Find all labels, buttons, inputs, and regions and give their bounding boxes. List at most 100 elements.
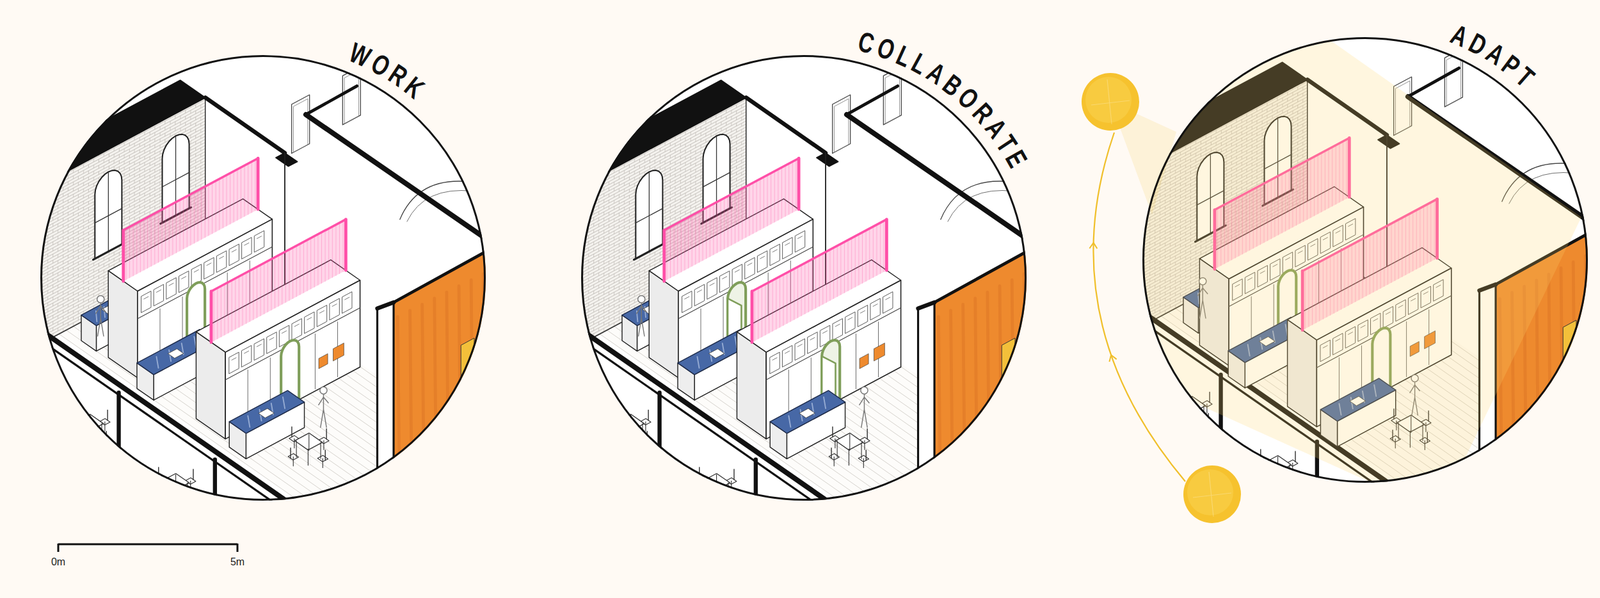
table-leg xyxy=(162,481,164,498)
partition-pleat xyxy=(748,184,750,236)
drawer-pull xyxy=(231,357,237,361)
partition-pleat xyxy=(133,224,134,276)
partition-pleat xyxy=(767,174,768,226)
partition-pleat xyxy=(252,268,254,320)
partition-pleat xyxy=(804,263,806,315)
partition-pleat xyxy=(788,163,790,215)
vignette-circle: ADAPT xyxy=(1142,37,1588,483)
partition-pleat xyxy=(267,261,269,313)
partition-pleat xyxy=(240,167,242,219)
drawer-pull xyxy=(307,317,312,320)
partition-pleat xyxy=(792,161,793,213)
drawer xyxy=(166,277,176,300)
partition-edge xyxy=(750,291,754,343)
partition-pleat xyxy=(730,193,732,246)
table-leg xyxy=(1178,403,1180,421)
vignette-illustration xyxy=(960,23,1598,598)
orange-wall xyxy=(393,246,496,532)
partition-pleat xyxy=(783,274,784,326)
partition-pleat xyxy=(837,245,838,297)
partition-pleat xyxy=(200,188,202,240)
table-leg xyxy=(308,433,310,451)
chair-back xyxy=(156,488,158,499)
partition-pleat xyxy=(307,240,308,292)
orange-item xyxy=(874,343,886,361)
orange-texture xyxy=(1536,280,1539,493)
sun-path-chevron xyxy=(1109,355,1117,362)
floor-slab xyxy=(540,311,943,591)
laptop xyxy=(708,348,724,359)
table-leg xyxy=(88,430,90,447)
partition-edge xyxy=(344,219,348,271)
chair-back xyxy=(1258,470,1260,481)
partition-pleat xyxy=(211,182,213,234)
chair-back xyxy=(325,428,327,440)
sun-path-chevron xyxy=(1089,242,1097,249)
partition-pleat xyxy=(285,251,287,303)
partition-pleat xyxy=(826,251,827,303)
drawer-pull xyxy=(256,236,262,239)
circle-outline xyxy=(41,56,486,500)
chair-leg xyxy=(700,497,702,507)
drawer-pull xyxy=(848,317,853,320)
chair-back xyxy=(289,448,291,459)
drawer-pull xyxy=(256,344,262,347)
drawer-pull xyxy=(734,269,740,272)
desk-grain xyxy=(156,356,159,368)
chair-leg xyxy=(701,479,703,489)
table-top xyxy=(294,432,322,450)
person-figure xyxy=(636,302,647,337)
chair-back xyxy=(71,429,72,440)
partition-pleat xyxy=(179,199,181,251)
lower-wall xyxy=(1315,441,1320,564)
partition-pleat xyxy=(197,190,199,242)
drawer-pull xyxy=(835,323,840,327)
table-leg xyxy=(76,421,78,439)
table-leg xyxy=(837,440,838,457)
partition-pleat xyxy=(325,230,326,282)
chair-seat xyxy=(1172,398,1183,406)
drawer-pull xyxy=(760,256,765,259)
chair-back xyxy=(613,407,614,418)
window-transom xyxy=(635,208,663,223)
partition-pleat xyxy=(808,261,809,313)
partition-pleat xyxy=(869,228,870,280)
drawer xyxy=(694,284,704,306)
drawer xyxy=(266,332,277,354)
vignette-clip-group xyxy=(960,23,1598,598)
orange-item xyxy=(318,353,328,368)
table-leg xyxy=(1276,471,1278,488)
orange-texture xyxy=(410,310,413,511)
partition-pleat xyxy=(756,180,758,232)
scale-bar xyxy=(58,543,238,552)
vignette-circle: WORK xyxy=(40,55,486,501)
partition-pleat xyxy=(833,247,834,299)
partition-pleat xyxy=(227,282,229,334)
chair-seat xyxy=(154,494,166,501)
drawer xyxy=(845,311,856,334)
orange-texture xyxy=(1585,256,1588,493)
partition-pleat xyxy=(763,176,765,228)
table-leg xyxy=(1288,464,1290,482)
partition-pleat xyxy=(339,222,340,274)
sun xyxy=(1183,465,1241,523)
door-outline xyxy=(291,94,310,153)
partition-pleat xyxy=(260,264,262,317)
lower-wall xyxy=(116,392,121,536)
chair-leg xyxy=(864,440,865,450)
chair-leg xyxy=(645,421,646,431)
chair-leg xyxy=(1262,461,1264,471)
orange-texture xyxy=(422,304,425,511)
chair-back xyxy=(192,469,194,480)
chair-back xyxy=(830,448,832,459)
partition-pleat xyxy=(745,186,747,238)
chair-leg xyxy=(190,480,191,490)
drawer xyxy=(229,243,239,266)
drawer-pull xyxy=(696,289,702,293)
drawer xyxy=(316,305,327,328)
partition-pleat xyxy=(829,249,831,301)
partition-pleat xyxy=(247,163,249,215)
drawer xyxy=(769,352,780,374)
lower-wall xyxy=(213,459,217,582)
partition-edge xyxy=(664,158,799,230)
